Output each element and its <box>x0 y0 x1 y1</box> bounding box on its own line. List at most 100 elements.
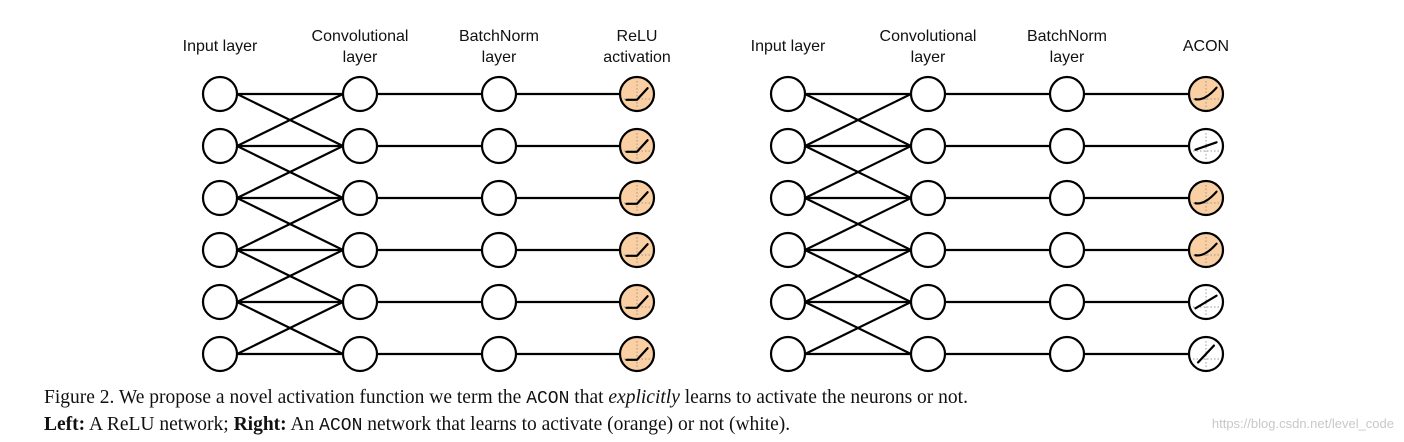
caption-text: that <box>569 387 609 408</box>
left-activation-circle <box>618 335 656 373</box>
caption-left-label: Left: <box>44 414 86 435</box>
left-neuron <box>201 75 239 113</box>
right-neuron <box>1048 283 1086 321</box>
left-neuron <box>201 127 239 165</box>
left-neuron <box>201 231 239 269</box>
left-header-line1: ReLU <box>617 28 658 45</box>
left-activation-neuron <box>618 231 656 269</box>
left-neuron <box>480 283 518 321</box>
caption-line-1: Figure 2. We propose a novel activation … <box>44 385 1384 412</box>
right-neuron <box>769 127 807 165</box>
right-neuron <box>1048 231 1086 269</box>
left-activation-circle <box>618 127 656 165</box>
left-neuron <box>341 179 379 217</box>
activation-curve-icon <box>625 139 649 153</box>
right-header-line2: layer <box>1050 49 1085 66</box>
left-header: Input layer <box>183 38 258 55</box>
left-header-line2: activation <box>603 49 671 66</box>
right-activation-neuron <box>1187 127 1225 165</box>
left-neuron <box>201 283 239 321</box>
caption-italic: explicitly <box>608 387 680 408</box>
left-activation-neuron <box>618 179 656 217</box>
right-activation-neuron <box>1187 231 1225 269</box>
right-activation-circle <box>1187 75 1225 113</box>
right-edge <box>804 93 912 147</box>
right-header-line2: layer <box>911 49 946 66</box>
left-header-line1: BatchNorm <box>459 28 539 45</box>
right-edge <box>804 249 912 303</box>
activation-curve-icon <box>625 87 649 101</box>
right-neuron <box>1048 179 1086 217</box>
caption-text: learns to activate the neurons or not. <box>679 387 968 408</box>
right-edge <box>804 145 912 199</box>
left-neuron <box>341 231 379 269</box>
right-neuron <box>909 283 947 321</box>
right-header: ACON <box>1183 38 1229 55</box>
activation-curve-icon <box>625 347 649 361</box>
watermark: https://blog.csdn.net/level_code <box>1211 416 1394 431</box>
left-edge <box>236 197 344 251</box>
network-diagram: Input layer Convolutional layer BatchNorm la… <box>183 28 1229 373</box>
activation-curve-icon <box>1194 294 1218 310</box>
left-activation-neuron <box>618 127 656 165</box>
left-neuron <box>341 283 379 321</box>
right-neuron <box>1048 75 1086 113</box>
left-connections <box>236 92 620 356</box>
caption-line-2: Left: A ReLU network; Right: An ACON net… <box>44 412 1384 439</box>
right-header-line1: BatchNorm <box>1027 28 1107 45</box>
right-connections <box>804 92 1189 356</box>
activation-curve-icon <box>1194 190 1218 205</box>
left-activation-circle <box>618 75 656 113</box>
activation-curve-icon <box>625 191 649 205</box>
figure-caption: Figure 2. We propose a novel activation … <box>44 385 1384 439</box>
caption-acon: ACON <box>319 416 363 436</box>
left-neuron <box>341 335 379 373</box>
right-edge <box>804 197 912 251</box>
right-neuron <box>909 127 947 165</box>
caption-text: network that learns to activate (orange)… <box>362 414 791 435</box>
right-neuron <box>909 75 947 113</box>
left-neuron <box>201 335 239 373</box>
left-edge <box>236 93 344 147</box>
right-neuron <box>769 283 807 321</box>
left-edge <box>236 145 344 199</box>
right-neuron <box>769 75 807 113</box>
left-neuron <box>480 179 518 217</box>
left-activation-circle <box>618 231 656 269</box>
left-neuron <box>480 231 518 269</box>
left-activation-neuron <box>618 335 656 373</box>
left-activation-neuron <box>618 75 656 113</box>
left-neuron <box>480 75 518 113</box>
right-activation-circle <box>1187 231 1225 269</box>
right-header-line1: Convolutional <box>880 28 977 45</box>
activation-curve-icon <box>1194 141 1218 151</box>
right-neuron <box>769 335 807 373</box>
caption-text: An <box>286 414 320 435</box>
left-header-line2: layer <box>343 49 378 66</box>
caption-text: A ReLU network; <box>85 414 234 435</box>
right-activation-neuron <box>1187 75 1225 113</box>
right-header: Input layer <box>751 38 826 55</box>
left-header-line1: Convolutional <box>312 28 409 45</box>
activation-curve-icon <box>625 243 649 257</box>
activation-curve-icon <box>625 295 649 309</box>
left-header-line2: layer <box>482 49 517 66</box>
left-activation-neuron <box>618 283 656 321</box>
left-neuron <box>341 75 379 113</box>
right-neuron <box>769 231 807 269</box>
left-activation-circle <box>618 283 656 321</box>
left-network: Input layer Convolutional layer BatchNorm la… <box>183 28 671 373</box>
right-neuron <box>909 179 947 217</box>
right-activation-circle <box>1187 179 1225 217</box>
right-edge <box>804 301 912 355</box>
caption-right-label: Right: <box>233 414 287 435</box>
left-neuron <box>480 335 518 373</box>
left-neuron <box>201 179 239 217</box>
right-activation-neuron <box>1187 179 1225 217</box>
activation-curve-icon <box>1194 242 1218 257</box>
caption-text: Figure 2. We propose a novel activation … <box>44 387 527 408</box>
left-activation-circle <box>618 179 656 217</box>
right-neuron <box>909 231 947 269</box>
right-neuron <box>769 179 807 217</box>
